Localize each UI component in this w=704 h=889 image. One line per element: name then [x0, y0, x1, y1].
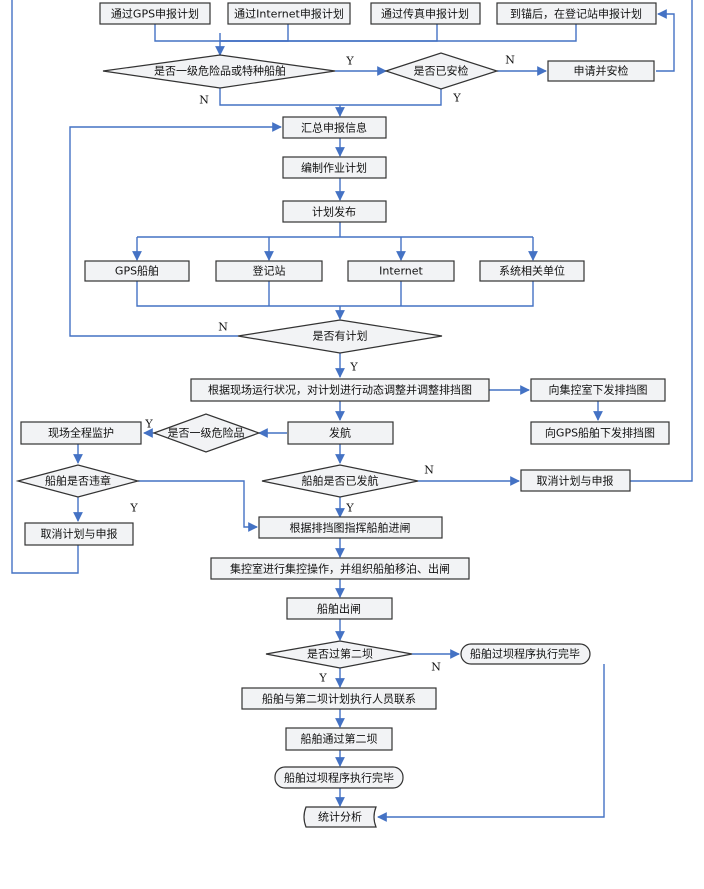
connector-report-internet — [220, 24, 289, 42]
node-to-control: 向集控室下发排挡图 — [530, 378, 666, 402]
connector-apply-back — [656, 9, 675, 72]
label-yes-departed: Y — [345, 502, 354, 515]
connector-violation-no — [138, 480, 258, 532]
label-yes-violation: Y — [129, 502, 138, 515]
node-cancel-left: 取消计划与申报 — [24, 522, 134, 546]
node-dst-units-label: 系统相关单位 — [499, 264, 565, 278]
node-dst-gps: GPS船舶 — [84, 260, 190, 282]
node-report-gps-label: 通过GPS申报计划 — [111, 7, 199, 21]
node-report-gps: 通过GPS申报计划 — [99, 2, 211, 25]
decision-inspected: 是否已安检 — [384, 52, 499, 90]
decision-violation: 船舶是否违章 — [15, 464, 141, 498]
connector-inspected-yes — [340, 88, 442, 106]
node-dst-internet-label: Internet — [379, 265, 423, 278]
connector-has-plan-no — [69, 122, 282, 337]
node-monitor-label: 现场全程监护 — [48, 426, 114, 440]
label-no-dangerous: N — [199, 94, 209, 107]
node-to-gps-label: 向GPS船舶下发排挡图 — [545, 426, 655, 440]
decision-has-plan-label: 是否有计划 — [313, 329, 368, 343]
node-report-anchor: 到锚后，在登记站申报计划 — [496, 2, 657, 25]
node-to-control-label: 向集控室下发排挡图 — [549, 383, 648, 397]
decision-first-class: 是否一级危险品 — [152, 413, 261, 453]
node-dst-station: 登记站 — [215, 260, 323, 282]
node-report-internet-label: 通过Internet申报计划 — [234, 7, 344, 21]
decision-departed-label: 船舶是否已发航 — [302, 474, 379, 488]
node-summary-label: 汇总申报信息 — [301, 121, 367, 135]
node-pass-second-label: 船舶通过第二坝 — [301, 732, 378, 746]
node-depart-label: 发航 — [329, 426, 351, 440]
node-done-bottom-label: 船舶过坝程序执行完毕 — [284, 771, 394, 785]
node-compile-plan-label: 编制作业计划 — [301, 161, 367, 175]
label-no-departed: N — [424, 464, 434, 477]
node-dst-gps-label: GPS船舶 — [115, 264, 159, 278]
connectors — [11, 0, 693, 822]
node-apply-inspect-label: 申请并安检 — [574, 64, 629, 78]
label-yes-inspected: Y — [452, 92, 461, 105]
node-to-gps: 向GPS船舶下发排挡图 — [530, 421, 670, 445]
decision-has-plan: 是否有计划 — [237, 319, 443, 354]
connector-cancel-right-loop — [630, 0, 693, 482]
node-done-right: 船舶过坝程序执行完毕 — [460, 643, 591, 665]
node-stats: 统计分析 — [303, 806, 377, 828]
connector-publish-dist — [137, 222, 533, 238]
label-no-inspected: N — [505, 54, 515, 67]
label-yes-second-dam: Y — [318, 672, 327, 685]
connector-report-anchor — [220, 24, 577, 42]
node-summary: 汇总申报信息 — [282, 116, 387, 139]
node-dst-units: 系统相关单位 — [479, 260, 585, 282]
label-yes-has-plan: Y — [349, 361, 358, 374]
node-compile-plan: 编制作业计划 — [282, 156, 387, 179]
node-monitor: 现场全程监护 — [20, 421, 142, 445]
connector-dangerous-no — [219, 88, 340, 106]
node-cancel-left-label: 取消计划与申报 — [41, 527, 118, 541]
connector-cancel-left-loop — [11, 0, 79, 574]
node-report-internet: 通过Internet申报计划 — [227, 2, 351, 25]
node-stats-label: 统计分析 — [318, 810, 362, 824]
decision-second-dam: 是否过第二坝 — [265, 640, 413, 669]
node-adjust: 根据现场运行状况，对计划进行动态调整并调整排挡图 — [190, 378, 490, 402]
label-no-has-plan: N — [218, 321, 228, 334]
node-pass-second: 船舶通过第二坝 — [285, 727, 393, 751]
node-done-right-label: 船舶过坝程序执行完毕 — [470, 647, 580, 661]
decision-second-dam-label: 是否过第二坝 — [307, 647, 373, 661]
decision-departed: 船舶是否已发航 — [261, 464, 419, 498]
label-yes-dangerous: Y — [345, 55, 354, 68]
node-publish-plan-label: 计划发布 — [312, 205, 356, 219]
connector-collect — [136, 281, 534, 307]
node-control-op-label: 集控室进行集控操作，并组织船舶移泊、出闸 — [230, 562, 450, 576]
node-cancel-right: 取消计划与申报 — [520, 469, 631, 492]
decision-inspected-label: 是否已安检 — [414, 64, 469, 78]
node-exit-lock-label: 船舶出闸 — [317, 602, 361, 616]
node-contact-second-label: 船舶与第二坝计划执行人员联系 — [262, 692, 416, 706]
node-contact-second: 船舶与第二坝计划执行人员联系 — [241, 687, 437, 710]
decision-first-class-label: 是否一级危险品 — [168, 426, 245, 440]
node-dst-station-label: 登记站 — [253, 264, 286, 278]
label-no-second-dam: N — [431, 661, 441, 674]
node-done-bottom: 船舶过坝程序执行完毕 — [274, 766, 404, 789]
node-exit-lock: 船舶出闸 — [286, 597, 393, 620]
node-depart: 发航 — [287, 421, 394, 445]
node-report-fax-label: 通过传真申报计划 — [381, 7, 469, 21]
connector-report-gps — [154, 24, 220, 42]
decision-dangerous-or-special: 是否一级危险品或特种船舶 — [102, 54, 336, 89]
decision-violation-label: 船舶是否违章 — [45, 474, 111, 488]
decision-dangerous-label: 是否一级危险品或特种船舶 — [154, 64, 286, 78]
connector-doneright-stats — [377, 664, 605, 822]
node-publish-plan: 计划发布 — [282, 200, 387, 223]
node-report-anchor-label: 到锚后，在登记站申报计划 — [510, 7, 642, 21]
node-direct-enter-label: 根据排挡图指挥船舶进闸 — [290, 521, 411, 535]
node-direct-enter: 根据排挡图指挥船舶进闸 — [258, 516, 443, 539]
node-adjust-label: 根据现场运行状况，对计划进行动态调整并调整排挡图 — [208, 383, 472, 397]
node-control-op: 集控室进行集控操作，并组织船舶移泊、出闸 — [210, 557, 470, 580]
node-cancel-right-label: 取消计划与申报 — [537, 474, 614, 488]
node-apply-inspect: 申请并安检 — [547, 60, 655, 82]
node-dst-internet: Internet — [347, 260, 455, 282]
label-yes-first-class: Y — [144, 418, 153, 431]
connector-report-fax — [220, 24, 438, 42]
node-report-fax: 通过传真申报计划 — [370, 2, 481, 25]
